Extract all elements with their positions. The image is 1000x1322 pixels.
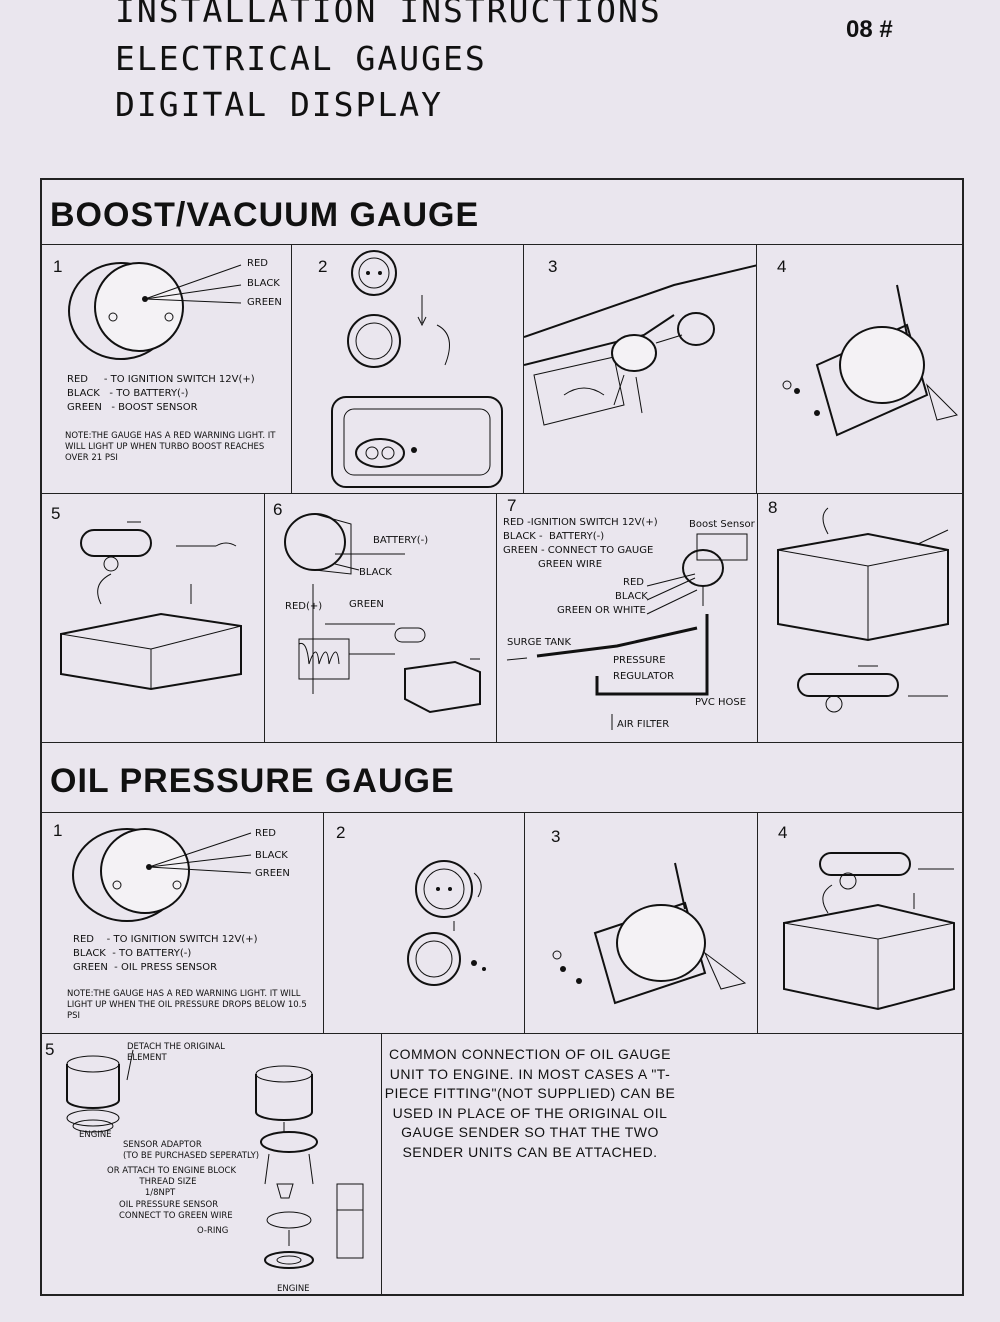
gauge-illustration	[68, 262, 242, 360]
step-number: 8	[768, 498, 778, 517]
wiring-red: RED - TO IGNITION SWITCH 12V(+)	[67, 374, 255, 385]
wire-label-black: BLACK	[255, 850, 288, 861]
step-number: 4	[777, 257, 787, 276]
red-label: RED	[623, 577, 644, 588]
boost-section-title: BOOST/VACUUM GAUGE	[50, 196, 480, 234]
boost-step-3-panel: 3	[523, 244, 757, 494]
gauge-mounting-illustration	[331, 250, 503, 488]
wiring-black: BLACK - BATTERY(-)	[503, 531, 605, 542]
wiring-red: RED -IGNITION SWITCH 12V(+)	[503, 517, 658, 528]
wiring-green: GREEN - BOOST SENSOR	[67, 402, 198, 413]
bracket-mount-illustration	[552, 862, 747, 1005]
battery-label: BATTERY(-)	[373, 535, 429, 546]
warning-note: NOTE:THE GAUGE HAS A RED WARNING LIGHT. …	[65, 431, 276, 463]
air-filter-label: AIR FILTER	[617, 719, 670, 730]
black-label: BLACK	[615, 591, 648, 602]
page-code: 08 #	[846, 16, 893, 43]
common-connection-text: COMMON CONNECTION OF OIL GAUGE UNIT TO E…	[384, 1046, 676, 1160]
gauge-mounting-illustration	[407, 860, 486, 986]
green-or-white-label: GREEN OR WHITE	[557, 605, 646, 616]
battery-reconnect-illustration	[777, 507, 949, 713]
step-number: 6	[273, 500, 283, 519]
detach-label: DETACH THE ORIGINAL ELEMENT	[127, 1042, 225, 1063]
black-label: BLACK	[359, 567, 392, 578]
oil-step-3-panel: 3	[524, 812, 758, 1034]
step-number: 3	[548, 257, 558, 276]
sensor-adaptor-label: SENSOR ADAPTOR (TO BE PURCHASED SEPERATL…	[123, 1140, 260, 1161]
step-number: 2	[318, 257, 328, 276]
step-number: 1	[53, 821, 63, 840]
wire-label-red: RED	[255, 828, 276, 839]
warning-note: NOTE:THE GAUGE HAS A RED WARNING LIGHT. …	[67, 989, 307, 1021]
wiring-legend: RED -IGNITION SWITCH 12V(+) BLACK - BATT…	[503, 516, 658, 572]
oil-step-2-panel: 2	[323, 812, 525, 1034]
oil-section-title: OIL PRESSURE GAUGE	[50, 762, 455, 800]
wire-label-black: BLACK	[247, 278, 280, 289]
oil-step-5-panel: 5 DETACH THE ORIGINAL ELEMENT ENGINE SEN…	[40, 1033, 382, 1296]
battery-reconnect-illustration	[783, 852, 955, 1011]
step-number: 1	[53, 257, 63, 276]
gauge-illustration	[72, 828, 252, 922]
step-number: 2	[336, 823, 346, 842]
wiring-green: GREEN - OIL PRESS SENSOR	[73, 962, 218, 973]
regulator-label: REGULATOR	[613, 671, 675, 682]
wiring-red: RED - TO IGNITION SWITCH 12V(+)	[73, 934, 258, 945]
wiring-legend: RED - TO IGNITION SWITCH 12V(+) BLACK - …	[67, 373, 255, 415]
red-label: RED(+)	[285, 601, 323, 612]
wiring-black: BLACK - TO BATTERY(-)	[67, 388, 189, 399]
o-ring-label: O-RING	[197, 1226, 229, 1236]
green-label: GREEN	[349, 599, 384, 610]
engine-label-bottom: ENGINE	[277, 1284, 310, 1294]
boost-step-2-panel: 2	[291, 244, 524, 494]
step-number: 7	[507, 496, 517, 515]
engine-label-top: ENGINE	[79, 1130, 112, 1140]
boost-step-6-panel: 6 BATTERY(-) BLACK RED(+) GREEN	[264, 493, 497, 743]
oil-step-1-panel: 1 RED BLACK GREEN RED - TO IGNITION SWIT…	[40, 812, 324, 1034]
wiring-diagram	[284, 513, 481, 714]
oil-common-connection-panel	[381, 1033, 964, 1296]
step-number: 4	[778, 823, 788, 842]
battery-disconnect-illustration	[60, 521, 242, 691]
wiring-black: BLACK - TO BATTERY(-)	[73, 948, 192, 959]
wiring-green: GREEN - CONNECT TO GAUGE	[503, 545, 654, 556]
boost-sensor-label: Boost Sensor	[689, 519, 755, 530]
oil-pressure-sensor-label: OIL PRESSURE SENSOR CONNECT TO GREEN WIR…	[119, 1200, 233, 1221]
header-title-line2: ELECTRICAL GAUGES	[115, 39, 487, 78]
wire-label-green: GREEN	[247, 297, 282, 308]
boost-step-4-panel: 4	[756, 244, 964, 494]
header-title-line1: INSTALLATION INSTRUCTIONS	[115, 0, 662, 30]
pvc-hose-label: PVC HOSE	[695, 697, 747, 708]
dashboard-illustration	[524, 264, 756, 426]
wire-label-green: GREEN	[255, 868, 290, 879]
boost-step-5-panel: 5	[40, 493, 265, 743]
step-number: 5	[51, 504, 61, 523]
boost-step-7-panel: 7 RED -IGNITION SWITCH 12V(+) BLACK - BA…	[496, 493, 758, 743]
surge-tank-label: SURGE TANK	[507, 637, 572, 648]
wiring-legend: RED - TO IGNITION SWITCH 12V(+) BLACK - …	[73, 933, 257, 975]
bracket-mount-illustration	[782, 284, 958, 437]
wiring-green-wire: GREEN WIRE	[503, 559, 603, 570]
sensor-installation-diagram	[66, 1049, 364, 1269]
engine-block-thread-label: OR ATTACH TO ENGINE BLOCK THREAD SIZE 1/…	[107, 1166, 237, 1198]
header-title-line3: DIGITAL DISPLAY	[115, 85, 444, 124]
boost-step-8-panel: 8	[757, 493, 964, 743]
boost-sensor-diagram	[506, 533, 748, 730]
pressure-label: PRESSURE	[613, 655, 666, 666]
step-number: 3	[551, 827, 561, 846]
boost-step-1-panel: 1 RED BLACK GREEN RED - TO IGNITION SWIT…	[40, 244, 292, 494]
oil-step-4-panel: 4	[757, 812, 964, 1034]
wire-label-red: RED	[247, 258, 268, 269]
step-number: 5	[45, 1040, 55, 1059]
